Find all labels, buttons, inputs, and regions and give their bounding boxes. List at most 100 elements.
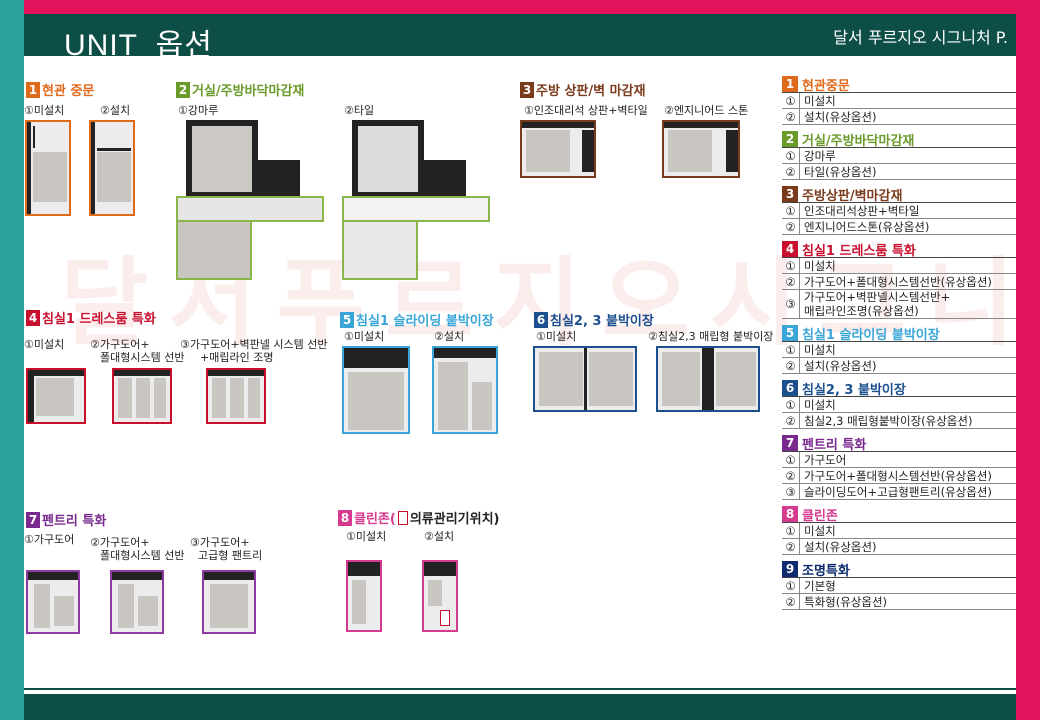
section-4-label: 침실1 드레스룸 특화: [42, 312, 156, 327]
floorplan-cleanzone-option-1: [346, 560, 382, 632]
section-7-title: 7 펜트리 특화: [26, 510, 106, 529]
legend-title: 조명특화: [802, 563, 850, 579]
legend-item-line1: 가구도어+벽판넬시스템선반+: [804, 290, 951, 304]
legend-marker: ①: [782, 452, 800, 467]
legend-marker: ②: [782, 468, 800, 483]
legend-number: 3: [782, 186, 798, 202]
legend-item: 미설치: [804, 93, 836, 108]
s7-option-1-label: ①가구도어: [24, 533, 75, 546]
legend-number: 5: [782, 325, 798, 341]
frame-right: [1016, 0, 1040, 720]
s1-option-1-label: ①미설치: [24, 104, 65, 117]
legend-item: 가구도어+폴대형시스템선반(유상옵션): [804, 468, 992, 483]
floorplan-bed23-option-2: [656, 346, 760, 412]
legend-number: 9: [782, 561, 798, 577]
section-6-label: 침실2, 3 붙박이장: [550, 314, 654, 329]
frame-left: [0, 0, 24, 720]
legend-number: 1: [782, 76, 798, 92]
legend-number: 6: [782, 380, 798, 396]
floorplan-pantry-option-1: [26, 570, 80, 634]
legend-item: 설치(유상옵션): [804, 109, 877, 124]
legend-number: 2: [782, 131, 798, 147]
section-5-title: 5 침실1 슬라이딩 붙박이장: [340, 310, 494, 329]
legend-title: 현관중문: [802, 78, 850, 94]
legend-marker: ①: [782, 258, 800, 273]
floorplan-cleanzone-option-2: [422, 560, 458, 632]
legend-title: 거실/주방바닥마감재: [802, 133, 915, 149]
legend-number: 7: [782, 435, 798, 451]
s5-option-2-label: ②설치: [434, 330, 465, 343]
legend-item: 타일(유상옵션): [804, 164, 877, 179]
section-3-label: 주방 상판/벽 마감재: [536, 84, 646, 99]
header-bar: UNIT_옵션 달서 푸르지오 시그니처 P.: [24, 14, 1016, 62]
legend-item: 인조대리석상판+벽타일: [804, 203, 920, 218]
legend-marker: ②: [782, 274, 800, 289]
s7-option-2-label-2: 폴대형시스템 선반: [100, 549, 185, 562]
legend-title: 침실2, 3 붙박이장: [802, 382, 906, 398]
section-2-number: 2: [176, 81, 190, 98]
s2-option-1-label: ①강마루: [178, 104, 219, 117]
legend-marker: ①: [782, 397, 800, 412]
s6-option-2-label: ②침실2,3 매립형 붙박이장: [648, 330, 774, 343]
section-8-number: 8: [338, 509, 352, 526]
legend-item: 미설치: [804, 523, 836, 538]
legend-marker: ①: [782, 342, 800, 357]
section-6-title: 6 침실2, 3 붙박이장: [534, 310, 654, 329]
legend-marker: ①: [782, 203, 800, 218]
legend-number: 8: [782, 506, 798, 522]
legend-marker: ①: [782, 523, 800, 538]
s7-option-2-label: ②가구도어+: [90, 536, 150, 549]
s5-option-1-label: ①미설치: [344, 330, 385, 343]
legend-title: 펜트리 특화: [802, 437, 867, 453]
floorplan-dress-option-2: [112, 368, 172, 424]
s6-option-1-label: ①미설치: [536, 330, 577, 343]
legend-marker: ②: [782, 594, 800, 609]
s4-option-1-label: ①미설치: [24, 338, 65, 351]
s4-option-2-label: ②가구도어+: [90, 338, 150, 351]
legend-marker: ②: [782, 219, 800, 234]
legend-item: 슬라이딩도어+고급형팬트리(유상옵션): [804, 484, 992, 499]
legend-item: 미설치: [804, 258, 836, 273]
legend-item: 기본형: [804, 578, 836, 593]
legend-marker: ②: [782, 164, 800, 179]
section-6-number: 6: [534, 311, 548, 328]
floorplan-dress-option-1: [26, 368, 86, 424]
floorplan-bed1-option-2: [432, 346, 498, 434]
floorplan-entry-option-1: [25, 120, 71, 216]
s8-option-2-label: ②설치: [424, 530, 455, 543]
section-2-label: 거실/주방바닥마감재: [192, 84, 305, 99]
legend-item: 강마루: [804, 148, 836, 163]
legend-item: 가구도어+벽판넬시스템선반+매립라인조명(유상옵션): [800, 290, 950, 318]
s3-option-2-label: ②엔지니어드 스톤: [664, 104, 749, 117]
section-7-label: 펜트리 특화: [42, 514, 107, 529]
clothes-care-icon: [397, 510, 408, 525]
s7-option-3-label-2: 고급형 팬트리: [198, 549, 263, 562]
floorplan-bed23-option-1: [533, 346, 637, 412]
section-4-number: 4: [26, 309, 40, 326]
section-1-title: 1 현관 중문: [26, 80, 94, 99]
floorplan-kitchen-option-2: [662, 120, 740, 178]
s8-option-1-label: ①미설치: [346, 530, 387, 543]
legend-marker: ②: [782, 358, 800, 373]
floorplan-dress-option-3: [206, 368, 266, 424]
floorplan-bed1-option-1: [342, 346, 410, 434]
s2-option-2-label: ②타일: [344, 104, 375, 117]
legend-marker: ③: [782, 484, 800, 499]
floorplan-kitchen-option-1: [520, 120, 596, 178]
legend-title: 침실1 슬라이딩 붙박이장: [802, 327, 940, 343]
s4-option-2-label-2: 폴대형시스템 선반: [100, 351, 185, 364]
floorplan-entry-option-2: [89, 120, 135, 216]
s1-option-2-label: ②설치: [100, 104, 131, 117]
legend-item: 미설치: [804, 397, 836, 412]
legend-item: 침실2,3 매립형붙박이장(유상옵션): [804, 413, 973, 428]
section-4-title: 4 침실1 드레스룸 특화: [26, 308, 156, 327]
